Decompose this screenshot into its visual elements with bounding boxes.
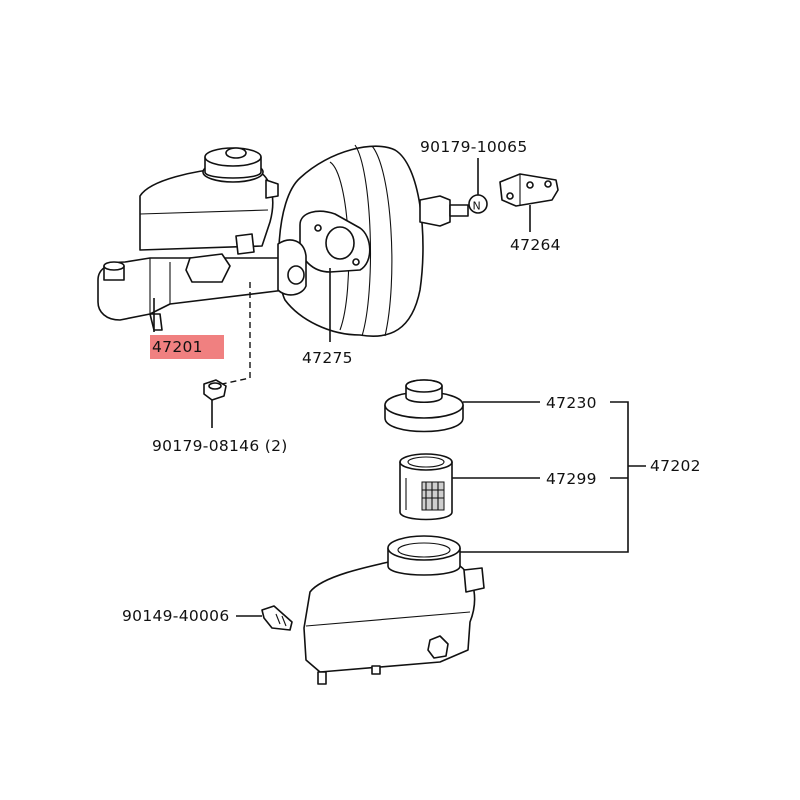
label-reservoir-set[interactable]: 47202 <box>650 457 701 475</box>
leader-lines <box>153 158 646 617</box>
screw[interactable] <box>261 605 293 631</box>
highlighted-label-47201[interactable]: 47201 <box>150 335 224 359</box>
callout-n: N <box>473 200 482 213</box>
label-clevis[interactable]: 47264 <box>510 236 561 254</box>
brake-fluid-reservoir[interactable] <box>303 535 485 685</box>
master-cylinder[interactable] <box>97 147 307 331</box>
stud-alignment-line <box>221 282 251 385</box>
brake-booster[interactable] <box>277 144 469 337</box>
clevis-nut-callout[interactable]: N <box>468 194 488 214</box>
label-booster[interactable]: 47275 <box>302 349 353 367</box>
label-clevis-nut[interactable]: 90179-10065 <box>420 138 528 156</box>
label-master-cylinder: 47201 <box>152 338 203 356</box>
label-highlight <box>150 335 224 359</box>
label-cap[interactable]: 47230 <box>546 394 597 412</box>
flange-nut[interactable] <box>203 379 227 401</box>
label-screw[interactable]: 90149-40006 <box>122 607 230 625</box>
reservoir-cap[interactable] <box>384 379 464 433</box>
label-strainer[interactable]: 47299 <box>546 470 597 488</box>
push-rod-clevis[interactable] <box>499 173 559 207</box>
label-nut[interactable]: 90179-08146 (2) <box>152 437 288 455</box>
reservoir-strainer[interactable] <box>399 453 453 521</box>
